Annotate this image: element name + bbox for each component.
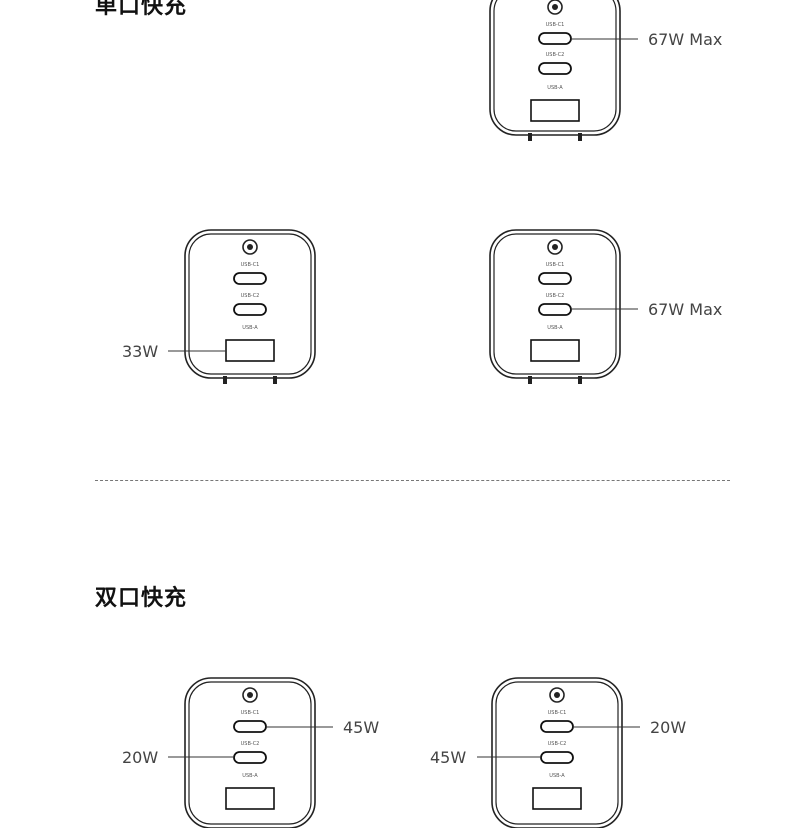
usb-a-port	[532, 787, 582, 810]
usb-c1-port	[538, 32, 572, 45]
port-label-usb-a: USB-A	[547, 325, 563, 331]
usb-a-port	[225, 787, 275, 810]
usb-a-port	[530, 99, 580, 122]
charger-single-c1: USB-C1 USB-C2 USB-A 67W Max	[489, 0, 722, 141]
brand-logo-icon	[242, 687, 258, 703]
port-label-usb-c1: USB-C1	[546, 262, 565, 268]
callout-power-label: 67W Max	[648, 300, 722, 319]
callout-power-label: 67W Max	[648, 30, 722, 49]
callout-power-label: 33W	[122, 342, 158, 361]
usb-c1-port	[540, 720, 574, 733]
usb-c2-port	[538, 62, 572, 75]
port-label-usb-c1: USB-C1	[241, 262, 260, 268]
usb-c1-port	[538, 272, 572, 285]
usb-c2-port	[540, 751, 574, 764]
section-divider	[95, 480, 730, 481]
usb-a-port	[225, 339, 275, 362]
port-label-usb-c2: USB-C2	[546, 293, 565, 299]
charger-single-a: USB-C1 USB-C2 USB-A 33W	[122, 229, 316, 384]
callout-power-label-c2: 20W	[122, 748, 158, 767]
port-label-usb-c1: USB-C1	[548, 710, 567, 716]
port-label-usb-c1: USB-C1	[546, 22, 565, 28]
section-title-dual: 双口快充	[95, 586, 188, 611]
brand-logo-icon	[547, 0, 563, 15]
usb-a-port	[530, 339, 580, 362]
section-title-single: 单口快充	[95, 0, 188, 19]
callout-power-label-c2: 45W	[430, 748, 466, 767]
port-label-usb-c1: USB-C1	[241, 710, 260, 716]
brand-logo-icon	[242, 239, 258, 255]
port-label-usb-c2: USB-C2	[241, 293, 260, 299]
port-label-usb-a: USB-A	[549, 773, 565, 779]
usb-c2-port	[538, 303, 572, 316]
port-label-usb-a: USB-A	[547, 85, 563, 91]
brand-logo-icon	[547, 239, 563, 255]
usb-c1-port	[233, 720, 267, 733]
port-label-usb-c2: USB-C2	[548, 741, 567, 747]
callout-power-label-c1: 45W	[343, 718, 379, 737]
port-label-usb-a: USB-A	[242, 325, 258, 331]
usb-c1-port	[233, 272, 267, 285]
port-label-usb-a: USB-A	[242, 773, 258, 779]
charger-dual-a: USB-C1 USB-C2 USB-A 45W 20W	[122, 677, 379, 828]
callout-power-label-c1: 20W	[650, 718, 686, 737]
brand-logo-icon	[549, 687, 565, 703]
usb-c2-port	[233, 303, 267, 316]
charger-dual-b: USB-C1 USB-C2 USB-A 20W 45W	[430, 677, 686, 828]
port-label-usb-c2: USB-C2	[241, 741, 260, 747]
usb-c2-port	[233, 751, 267, 764]
port-label-usb-c2: USB-C2	[546, 52, 565, 58]
charger-single-c2: USB-C1 USB-C2 USB-A 67W Max	[489, 229, 722, 384]
